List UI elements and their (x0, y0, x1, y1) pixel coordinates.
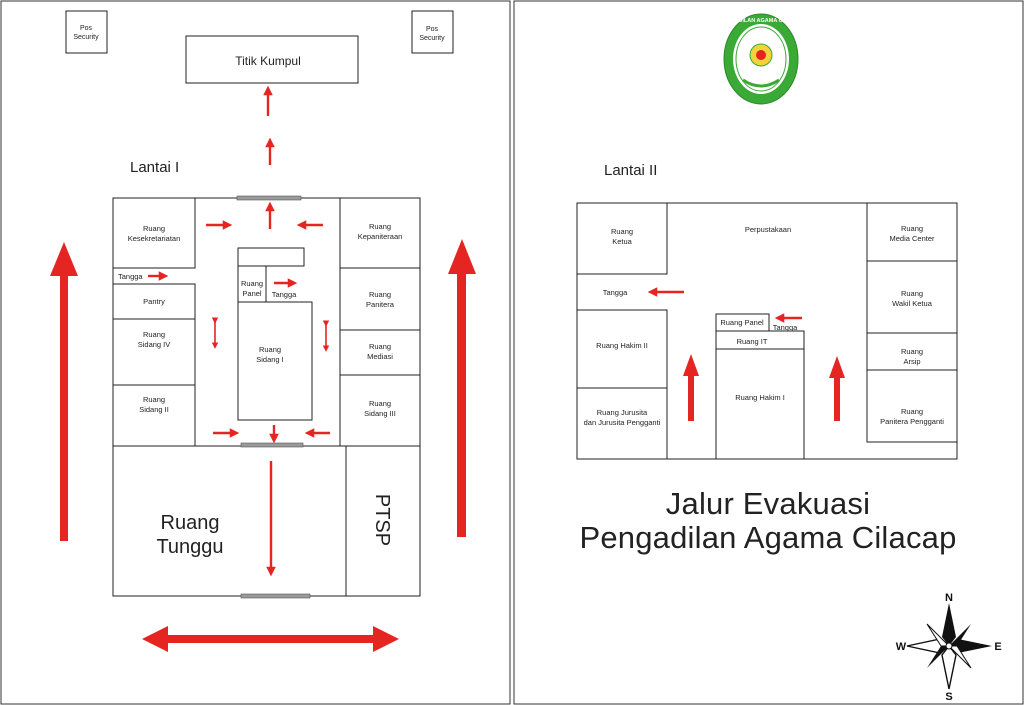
room-hakim-i (715, 348, 805, 460)
title-line2: Pengadilan Agama Cilacap (579, 520, 957, 555)
tangga-center-lantai2: Tangga (773, 323, 798, 332)
kesekretariatan-line2: Kesekretariatan (128, 234, 181, 243)
hakim-i-label: Ruang Hakim I (735, 393, 785, 402)
sidang-i-line1: Ruang (259, 345, 281, 354)
left-panel-frame (0, 0, 511, 705)
pos-security-right-box (411, 10, 454, 54)
tangga-center-label: Tangga (272, 290, 297, 299)
logo-text: PENGADILAN AGAMA CILACAP (719, 18, 804, 24)
room-ketua (576, 202, 668, 275)
sidang-ii-line2: Sidang II (139, 405, 169, 414)
tangga-left-label: Tangga (118, 272, 143, 281)
ruang-tunggu-line1: Ruang (161, 512, 220, 534)
compass-n: N (945, 592, 953, 604)
pos-security-left-line2: Security (73, 34, 99, 41)
ruang-panel-line1: Ruang (241, 279, 263, 288)
kesekretariatan-line1: Ruang (143, 224, 165, 233)
sidang-ii-line1: Ruang (143, 395, 165, 404)
ruang-panel-lantai2-label: Ruang Panel (720, 318, 764, 327)
sidang-iv-line2: Sidang IV (138, 340, 171, 349)
panitera-line1: Ruang (369, 290, 391, 299)
panitera-pengganti-line2: Panitera Pengganti (880, 417, 944, 426)
stair-block (237, 247, 305, 267)
right-panel-frame (513, 0, 1024, 705)
room-sidang-iii (339, 374, 421, 447)
mediasi-line2: Mediasi (367, 352, 393, 361)
room-panitera-pengganti (866, 369, 958, 443)
door-north (236, 195, 302, 201)
media-center-line1: Ruang (901, 224, 923, 233)
sidang-iv-line1: Ruang (143, 330, 165, 339)
lantai2-label: Lantai II (604, 162, 657, 179)
lantai1-label: Lantai I (130, 159, 179, 176)
ptsp-label: PTSP (371, 494, 393, 546)
ketua-line2: Ketua (612, 237, 632, 246)
pos-security-right-line1: Pos (426, 26, 439, 33)
sidang-iii-line2: Sidang III (364, 409, 396, 418)
arrow-l2-up-right (829, 356, 845, 421)
tangga-left-lantai2: Tangga (603, 288, 628, 297)
panitera-pengganti-line1: Ruang (901, 407, 923, 416)
room-sidang-i (237, 301, 313, 421)
compass-rose: N S E W (896, 592, 1002, 703)
wakil-ketua-line1: Ruang (901, 289, 923, 298)
hakim-ii-label: Ruang Hakim II (596, 341, 648, 350)
arrow-l2-up-left (683, 354, 699, 421)
titik-kumpul-box (185, 35, 359, 84)
compass-w: W (896, 641, 907, 653)
jurusita-line2: dan Jurusita Pengganti (584, 418, 661, 427)
sidang-i-line2: Sidang I (256, 355, 284, 364)
jurusita-line1: Ruang Jurusita (597, 408, 648, 417)
wakil-ketua-line2: Wakil Ketua (892, 299, 933, 308)
kepaniteraan-line2: Kepaniteraan (358, 232, 403, 241)
room-jurusita (576, 387, 668, 460)
room-kesekretariatan (112, 197, 196, 269)
room-panitera (339, 267, 421, 331)
big-arrow-left-up (50, 242, 78, 541)
arsip-line1: Ruang (901, 347, 923, 356)
titik-kumpul-label: Titik Kumpul (235, 54, 301, 68)
pos-security-left-line1: Pos (80, 25, 93, 32)
ruang-panel-line2: Panel (242, 289, 262, 298)
room-sidang-iv (112, 318, 196, 386)
ketua-line1: Ruang (611, 227, 633, 236)
title-line1: Jalur Evakuasi (665, 486, 871, 521)
kepaniteraan-line1: Ruang (369, 222, 391, 231)
pos-security-left-box (65, 10, 108, 54)
mediasi-line1: Ruang (369, 342, 391, 351)
sidang-iii-line1: Ruang (369, 399, 391, 408)
big-arrow-horizontal (142, 626, 399, 652)
perpustakaan-label: Perpustakaan (745, 225, 791, 234)
compass-s: S (945, 691, 952, 703)
pos-security-right-line2: Security (419, 35, 445, 42)
door-middle (240, 442, 304, 448)
ruang-tunggu-line2: Tunggu (156, 536, 223, 558)
pantry-label: Pantry (143, 297, 165, 306)
media-center-line2: Media Center (889, 234, 935, 243)
big-arrow-right-up (448, 239, 476, 537)
room-sidang-ii (112, 384, 196, 447)
ruang-it-label: Ruang IT (737, 337, 768, 346)
door-south (240, 593, 311, 599)
pengadilan-agama-logo: PENGADILAN AGAMA CILACAP (719, 13, 804, 105)
panitera-line2: Panitera (366, 300, 395, 309)
compass-e: E (994, 641, 1001, 653)
arsip-line2: Arsip (903, 357, 920, 366)
